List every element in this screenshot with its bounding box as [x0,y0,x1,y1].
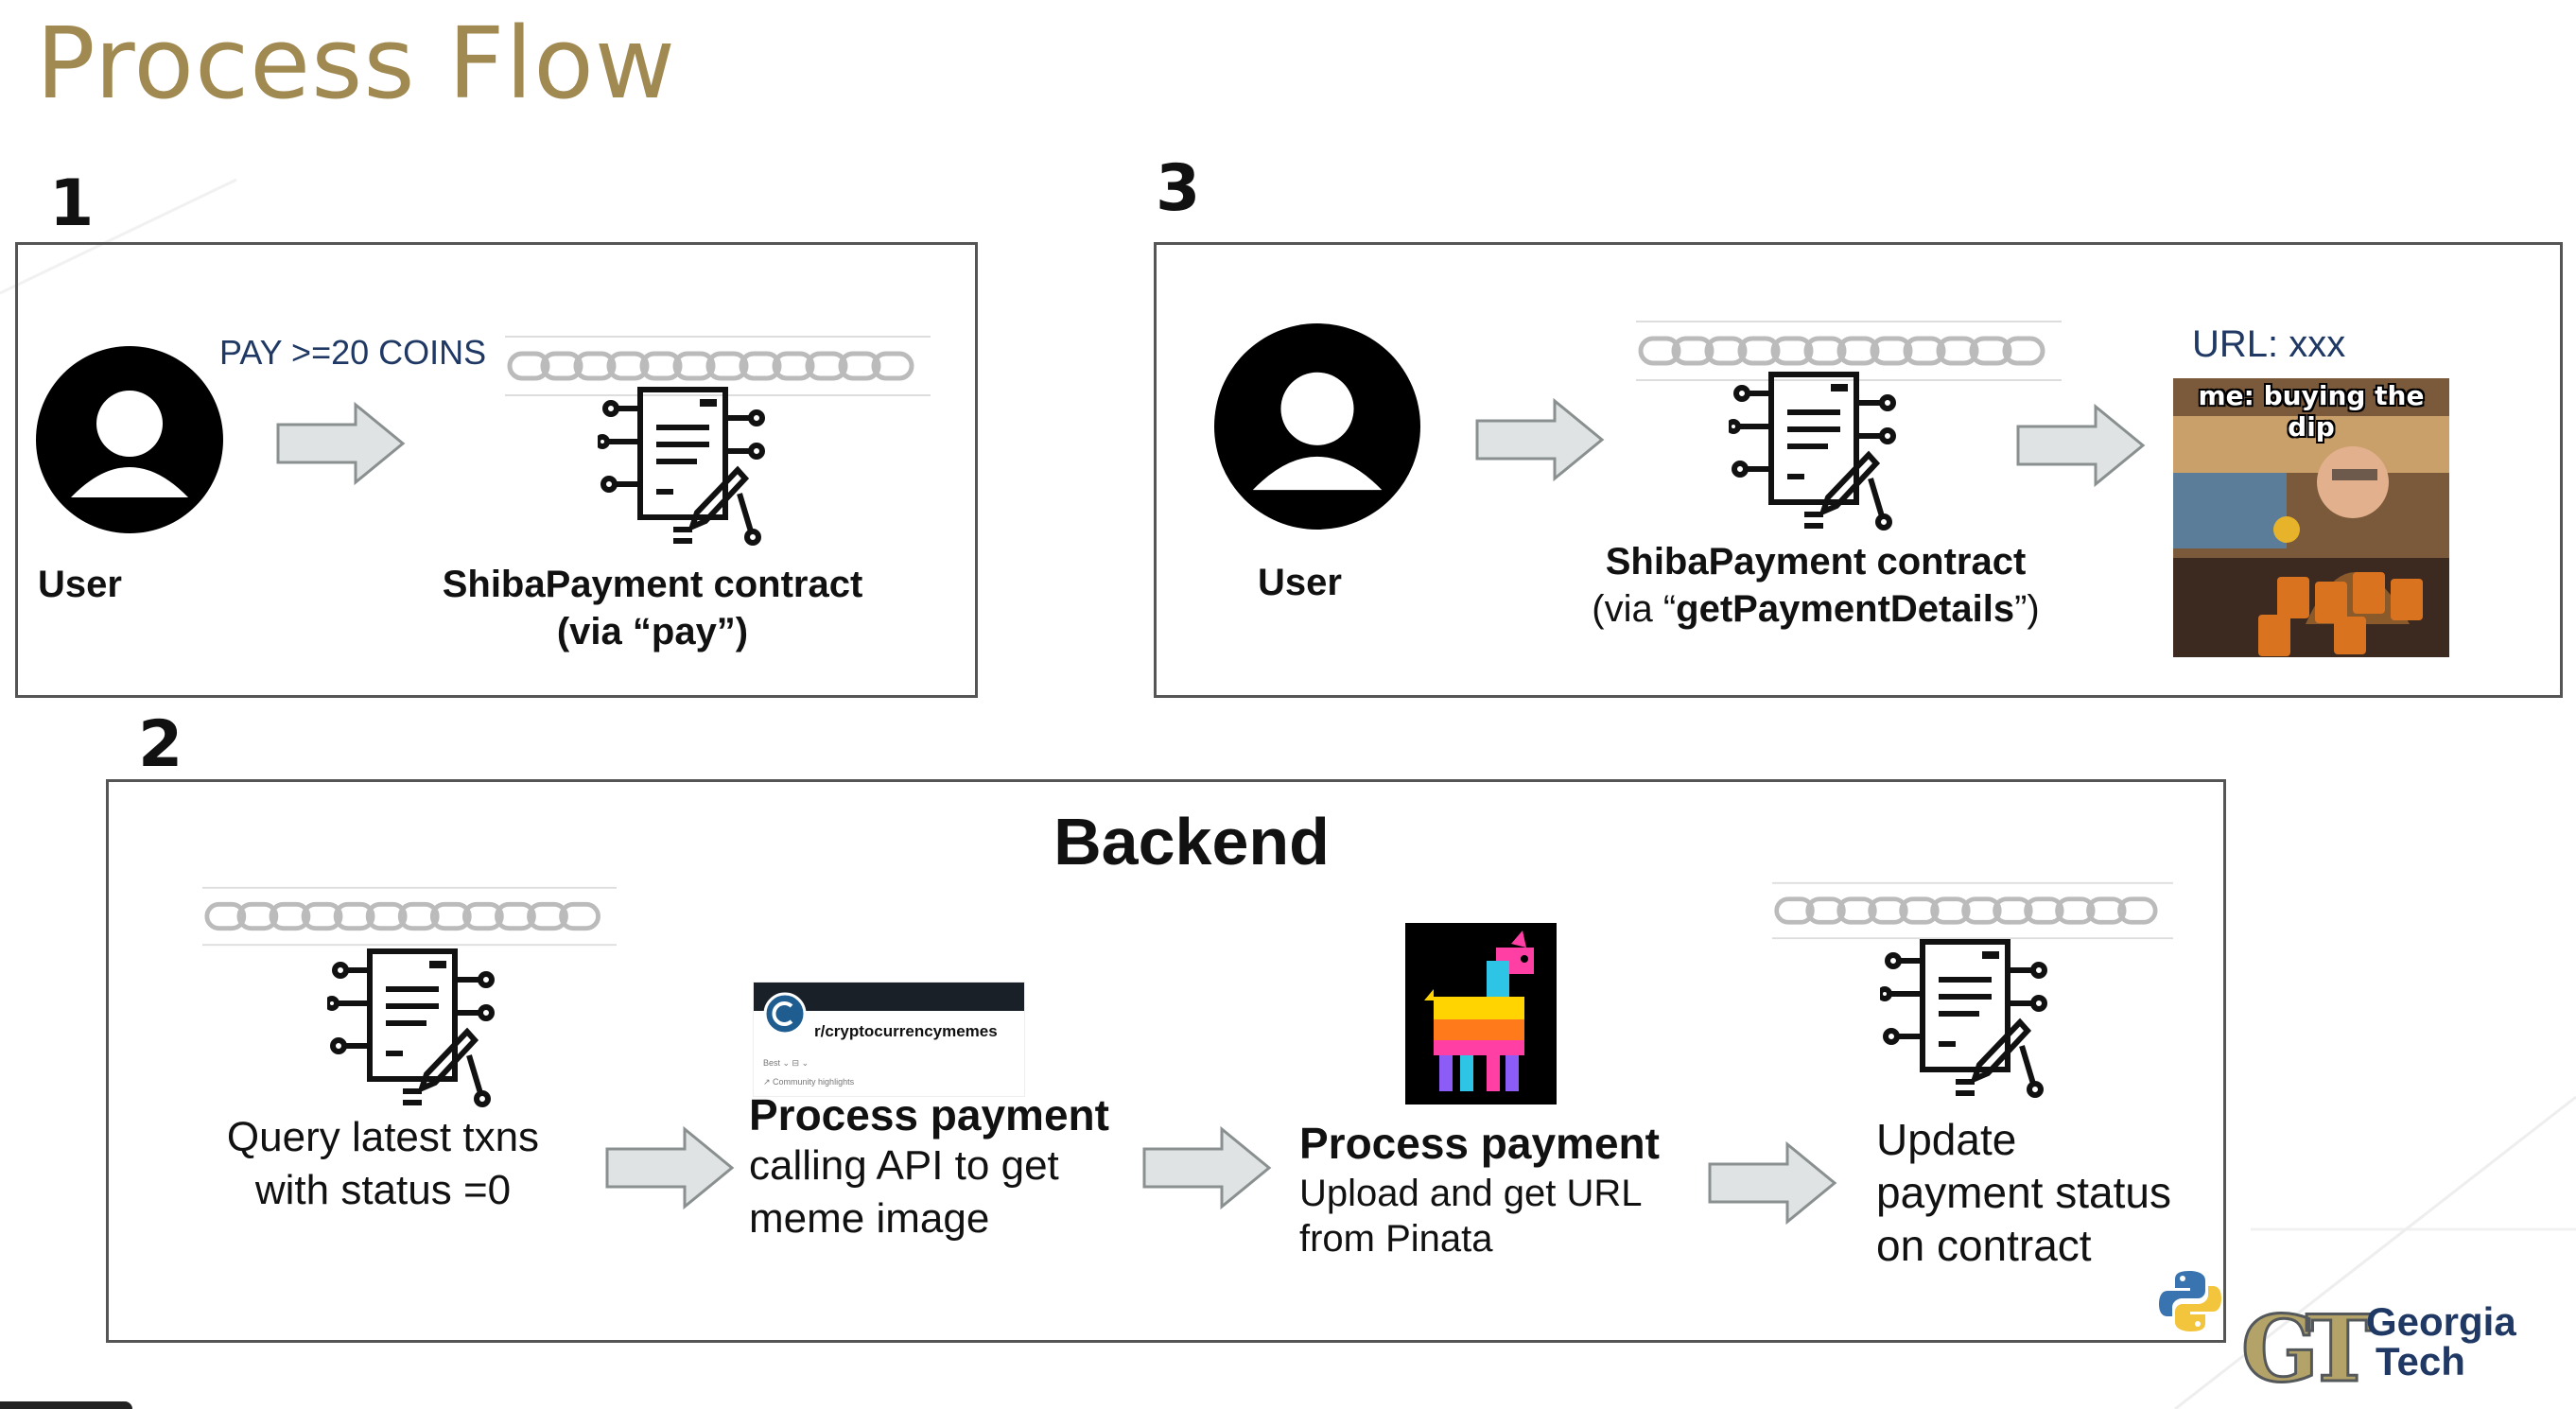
process-payment-2-line1: Upload and get URL [1299,1173,1643,1214]
logo-text-georgia: Georgia [2366,1299,2516,1344]
process-payment-1-line2: meme image [749,1195,990,1242]
right-arrow-icon [1142,1125,1272,1210]
url-label: URL: xxx [2192,323,2346,365]
subreddit-logo-icon [763,992,807,1035]
contract-name-label: ShibaPayment contract [1605,541,2027,583]
process-payment-2-line2: from Pinata [1299,1218,1493,1260]
update-label-line1: Update [1876,1115,2017,1164]
right-arrow-icon [276,401,406,486]
right-arrow-icon [2016,403,2146,488]
step-number-3: 3 [1156,151,1201,226]
right-arrow-icon [605,1125,735,1210]
pay-coins-label: PAY >=20 COINS [219,333,487,372]
update-label-line3: on contract [1876,1221,2092,1270]
step-number-2: 2 [138,707,183,782]
user-label: User [1258,562,1342,603]
contract-name-label: ShibaPayment contract [442,564,863,605]
gt-monogram-icon: GT [2240,1295,2375,1404]
right-arrow-icon [1708,1140,1837,1226]
blockchain-chain-icon [505,336,931,396]
panel-step-1 [15,242,978,698]
smart-contract-icon [1880,939,2047,1098]
reddit-sort-row: Best ⌄ ⊟ ⌄ [763,1058,809,1068]
update-label-line2: payment status [1876,1168,2171,1217]
contract-via-label: (via “getPaymentDetails”) [1592,588,2040,630]
blockchain-chain-icon [1636,321,2062,381]
user-silhouette-icon [71,391,188,497]
page-title: Process Flow [36,6,676,121]
user-avatar-icon [1214,323,1420,530]
smart-contract-icon [598,387,765,546]
process-payment-2-title: Process payment [1299,1119,1660,1168]
meme-caption: me: buying the dip [2198,380,2425,443]
user-avatar-icon [36,346,223,533]
step-number-1: 1 [49,166,95,241]
logo-text-tech: Tech [2376,1339,2465,1383]
panel-step-3 [1154,242,2563,698]
contract-method-name: getPaymentDetails [1676,588,2015,630]
subreddit-name: r/cryptocurrencymemes [814,1022,998,1040]
backend-heading: Backend [1053,805,1330,878]
right-arrow-icon [1475,397,1605,482]
process-payment-1-line1: calling API to get [749,1142,1059,1189]
smart-contract-icon [1729,372,1896,531]
slide-progress-bar [0,1401,132,1409]
query-label-line1: Query latest txns [226,1114,540,1160]
python-logo-icon [2159,1271,2221,1331]
blockchain-chain-icon [202,886,617,947]
query-label-line2: with status =0 [254,1167,512,1213]
smart-contract-icon [327,948,495,1107]
user-label: User [38,564,122,605]
reddit-highlights: ↗ Community highlights [763,1077,855,1087]
blockchain-chain-icon [1772,881,2173,940]
user-silhouette-icon [1252,372,1383,491]
meme-photo-illustration [2173,378,2449,657]
panel-step-2-backend [106,779,2226,1343]
meme-image: me: buying the dip [2173,378,2449,657]
pinata-logo-icon [1405,923,1557,1105]
reddit-screenshot: r/cryptocurrencymemes Best ⌄ ⊟ ⌄ ↗ Commu… [753,982,1025,1097]
process-payment-1-title: Process payment [749,1090,1109,1139]
contract-via-label: (via “pay”) [556,611,749,652]
